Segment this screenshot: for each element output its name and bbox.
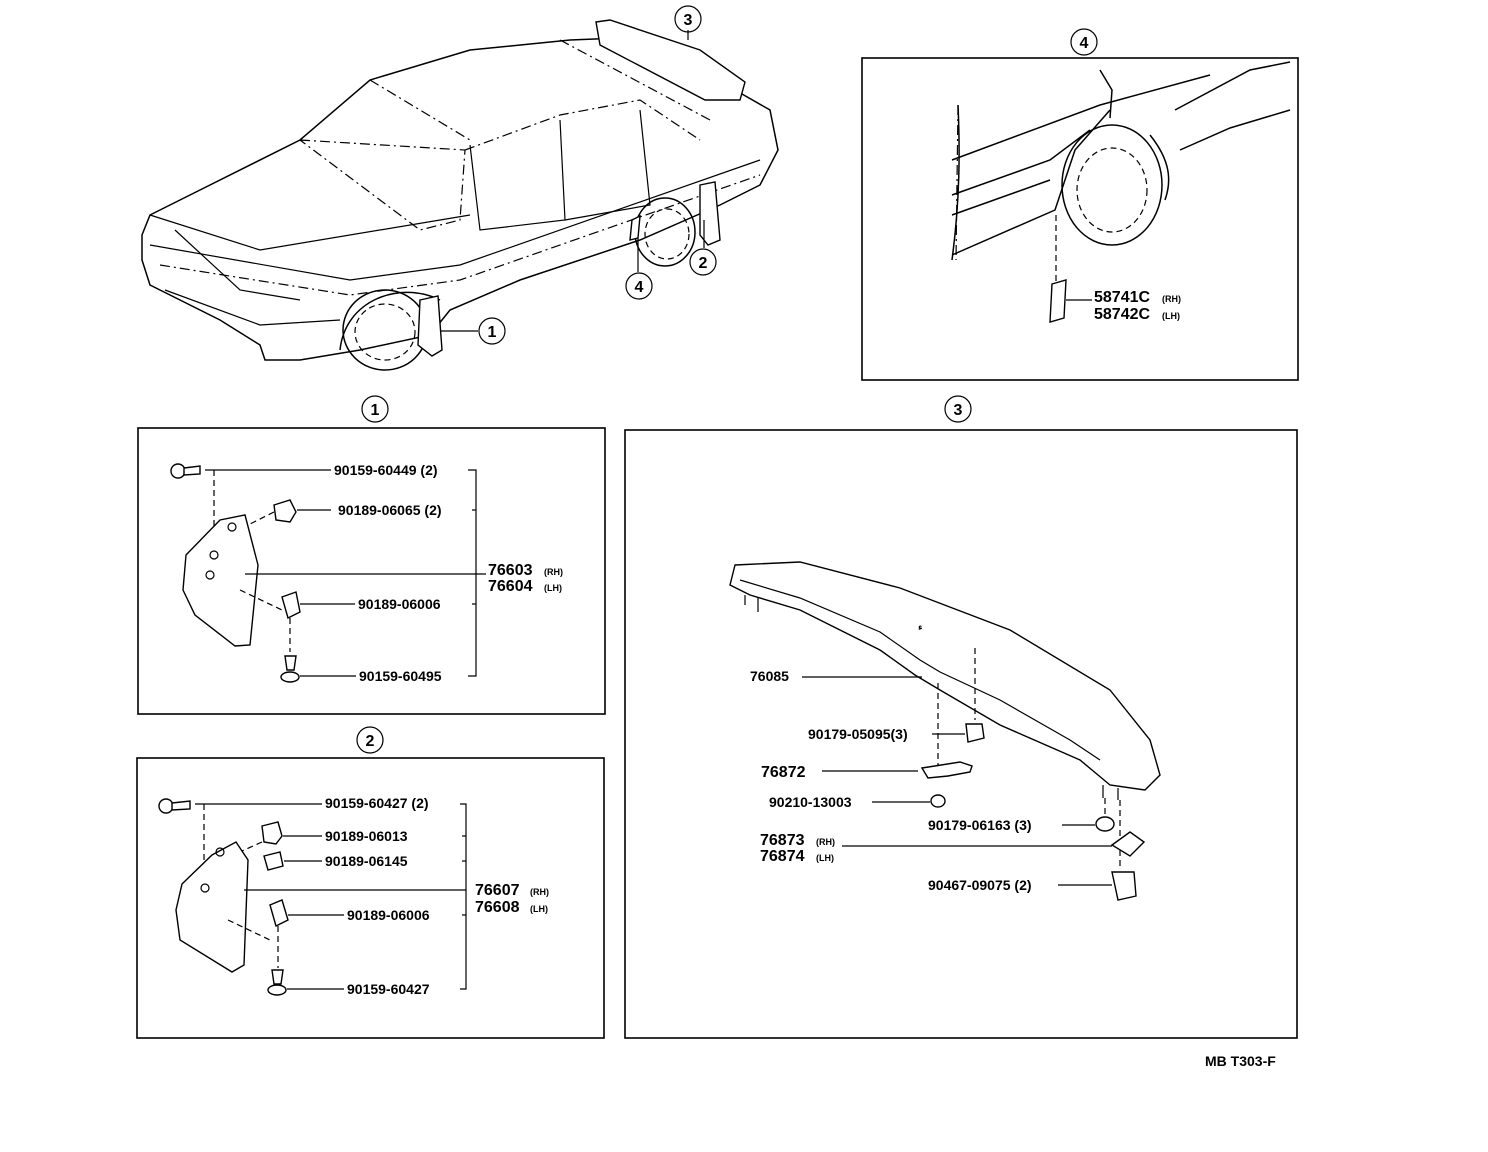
part-90179-06163: 90179-06163 (3) (928, 817, 1032, 833)
part-90210-13003: 90210-13003 (769, 794, 852, 810)
part-76607: 76607 (475, 882, 520, 899)
part-90189-06145: 90189-06145 (325, 853, 408, 869)
svg-text:3: 3 (954, 402, 963, 419)
callout-3-overview: 3 (674, 5, 702, 33)
callout-2-overview: 2 (689, 248, 717, 276)
svg-text:1: 1 (488, 324, 497, 341)
detail-1-callout: 1 (361, 395, 389, 423)
detail-2-box (136, 757, 605, 1039)
part-90189-06006-a: 90189-06006 (358, 596, 441, 612)
part-76603-side: (RH) (544, 567, 563, 577)
svg-text:2: 2 (699, 255, 708, 272)
part-76874: 76874 (760, 848, 805, 865)
diagram-code: MB T303-F (1205, 1053, 1276, 1069)
svg-text:4: 4 (1080, 35, 1089, 52)
part-90159-60427-b: 90159-60427 (347, 981, 430, 997)
callout-4-overview: 4 (625, 272, 653, 300)
svg-text:1: 1 (371, 402, 380, 419)
part-90189-06065: 90189-06065 (2) (338, 502, 442, 518)
part-76874-side: (LH) (816, 853, 834, 863)
part-90189-06013: 90189-06013 (325, 828, 408, 844)
part-90159-60495: 90159-60495 (359, 668, 442, 684)
part-58742c: 58742C (1094, 306, 1150, 323)
detail-2-illustration (158, 798, 467, 996)
part-76608-side: (LH) (530, 904, 548, 914)
part-76603: 76603 (488, 562, 533, 579)
svg-text:3: 3 (684, 12, 693, 29)
part-58741c: 58741C (1094, 289, 1150, 306)
part-58742c-side: (LH) (1162, 311, 1180, 321)
part-76085: 76085 (750, 668, 789, 684)
detail-4-box (861, 57, 1299, 381)
part-90189-06006-b: 90189-06006 (347, 907, 430, 923)
svg-text:2: 2 (366, 733, 375, 750)
part-90467-09075: 90467-09075 (2) (928, 877, 1032, 893)
part-58741c-side: (RH) (1162, 294, 1181, 304)
detail-1-illustration (170, 463, 486, 683)
detail-3-box (624, 429, 1298, 1039)
part-90159-60449: 90159-60449 (2) (334, 462, 438, 478)
part-76873: 76873 (760, 832, 805, 849)
detail-3-illustration: ء (729, 561, 1161, 901)
car-overview-illustration (141, 19, 779, 371)
part-76604-side: (LH) (544, 583, 562, 593)
part-76604: 76604 (488, 578, 533, 595)
part-90159-60427-a: 90159-60427 (2) (325, 795, 429, 811)
detail-3-callout: 3 (944, 395, 972, 423)
detail-2-callout: 2 (356, 726, 384, 754)
detail-1-box (137, 427, 606, 715)
svg-text:ء: ء (918, 622, 923, 632)
part-76873-side: (RH) (816, 837, 835, 847)
detail-4-illustration (951, 61, 1291, 323)
callout-1-overview: 1 (478, 317, 506, 345)
part-76608: 76608 (475, 899, 520, 916)
part-76607-side: (RH) (530, 887, 549, 897)
part-76872: 76872 (761, 764, 806, 781)
detail-4-callout: 4 (1070, 28, 1098, 56)
svg-text:4: 4 (635, 279, 644, 296)
part-90179-05095: 90179-05095(3) (808, 726, 908, 742)
